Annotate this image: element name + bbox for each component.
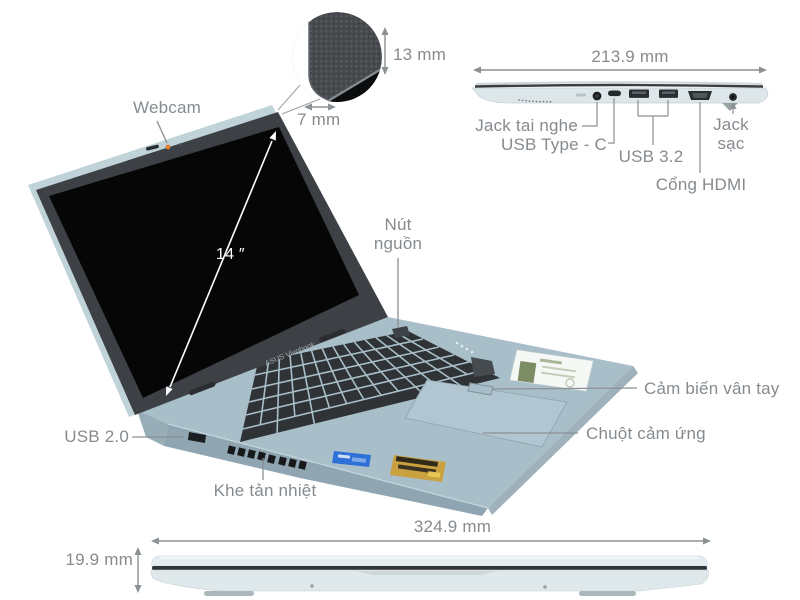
side-body <box>471 87 769 104</box>
hinge-slot-right <box>318 328 346 343</box>
front-width-measure <box>151 537 711 545</box>
dcjack-arrowhead <box>729 102 737 109</box>
fingerprint-label: Cảm biến vân tay <box>644 379 780 398</box>
intel-sticker <box>332 451 371 467</box>
screen-size-arrow <box>166 131 276 396</box>
screen <box>49 127 359 398</box>
side-lid-gap-line <box>474 83 764 88</box>
side-port-leaders <box>582 98 734 173</box>
side-view <box>471 66 769 173</box>
side-width-label: 213.9 mm <box>591 47 669 66</box>
keyboard-led-dots <box>455 341 474 354</box>
depth-measure <box>304 103 336 111</box>
laptop-base-front-side <box>164 424 488 516</box>
front-height-label: 19.9 mm <box>65 550 133 569</box>
front-lift-notch <box>356 571 497 575</box>
fingerprint-leader <box>491 387 638 390</box>
thickness-measure <box>381 27 389 75</box>
vents-label: Khe tản nhiệt <box>213 481 317 500</box>
leader-lines <box>132 120 638 480</box>
side-width-measure <box>473 66 767 74</box>
front-foot-right <box>579 591 636 596</box>
power-label-line1: Nút <box>384 215 412 234</box>
front-foot-left <box>204 591 254 596</box>
front-lid-slab <box>151 555 708 567</box>
keyboard <box>240 326 500 442</box>
deck-front-edge-highlight <box>167 423 489 509</box>
front-gap-line <box>152 566 707 570</box>
headphone-jack-label: Jack tai nghe <box>475 116 578 135</box>
laptop-open-view: ASUS Vivobook <box>28 105 638 516</box>
usb-type-c-label: USB Type - C <box>500 135 607 154</box>
hinge-slot-left <box>188 381 216 396</box>
screen-size-label: 14 ″ <box>216 246 245 263</box>
spec-sticker <box>509 349 594 392</box>
headphone-leader <box>582 102 598 127</box>
hdmi-port <box>688 91 712 100</box>
webcam-dot <box>146 139 194 151</box>
side-lid-top-highlight <box>475 81 763 85</box>
depth-7mm-label: 7 mm <box>297 110 341 129</box>
front-base <box>150 569 709 592</box>
enter-key <box>471 357 495 377</box>
power-button-key <box>392 326 410 338</box>
usb-a-port-1 <box>629 89 649 98</box>
usb-a-port-2 <box>659 89 678 98</box>
touchpad-label: Chuột cảm ứng <box>586 424 706 443</box>
webcam-leader <box>156 120 168 144</box>
usbc-leader <box>608 98 615 144</box>
gold-sticker <box>390 455 446 482</box>
laptop-base-right-side <box>488 366 638 515</box>
hdmi-label: Cổng HDMI <box>655 175 747 194</box>
side-rubber-foot <box>722 103 738 111</box>
usb-32-label: USB 3.2 <box>618 147 684 166</box>
usb20-label: USB 2.0 <box>64 427 129 446</box>
charger-label-line1: Jack <box>713 115 749 134</box>
zoom-detail-circle <box>277 12 389 115</box>
usb-c-port <box>608 90 621 97</box>
front-view <box>134 537 711 596</box>
front-height-measure <box>134 547 142 593</box>
power-label-line2: nguồn <box>373 234 423 254</box>
touchpad <box>404 379 568 448</box>
thickness-13mm-label: 13 mm <box>393 45 446 64</box>
charger-label-line2: sạc <box>717 134 745 154</box>
side-slot <box>576 93 586 97</box>
side-vent-dots <box>518 99 552 103</box>
fingerprint-sensor <box>467 382 494 396</box>
vent-grille <box>227 445 307 470</box>
front-width-label: 324.9 mm <box>413 517 492 536</box>
usb2-port <box>188 432 206 443</box>
webcam-label: Webcam <box>133 98 201 117</box>
usb32-bracket <box>637 100 669 145</box>
